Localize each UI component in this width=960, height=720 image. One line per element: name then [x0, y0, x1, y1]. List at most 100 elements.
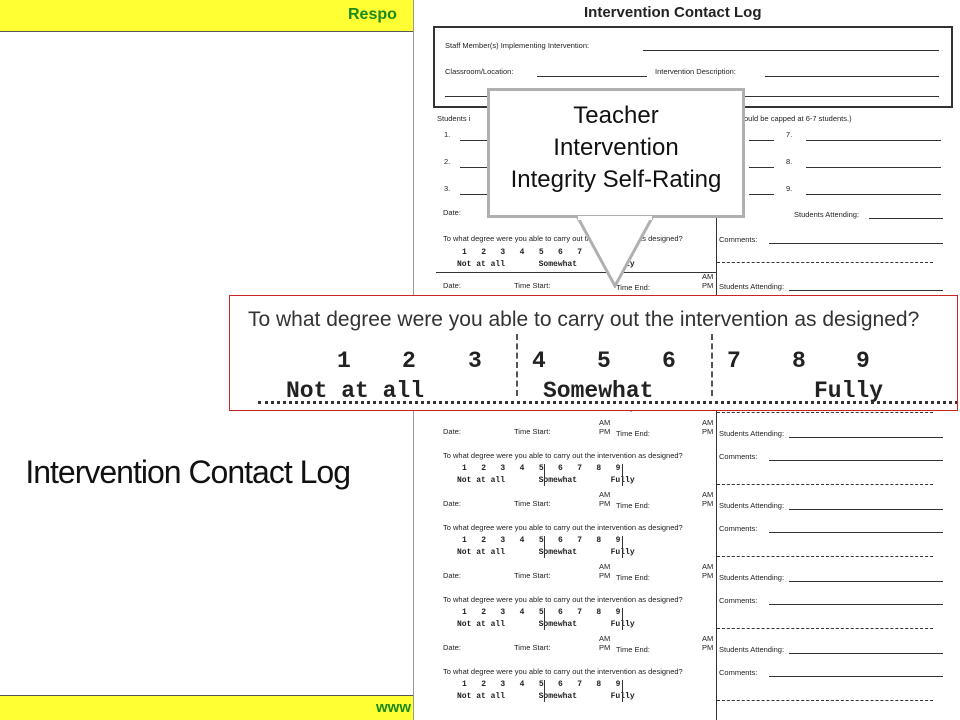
attending-line [789, 437, 943, 438]
comments-dash [717, 556, 933, 557]
comments-label: Comments: [719, 596, 758, 605]
am-label: AM [702, 418, 714, 427]
comments-label: Comments: [719, 524, 758, 533]
comments-label: Comments: [719, 668, 758, 677]
scale-label-fully: Fully [814, 378, 884, 404]
pm-label: PM [702, 643, 714, 652]
student-line [749, 167, 774, 168]
date-label: Date: [443, 208, 461, 217]
rating-scale-labels: Not at all Somewhat Fully [457, 620, 635, 629]
scale-divider [622, 680, 623, 702]
zoomed-rating-scale: To what degree were you able to carry ou… [229, 295, 958, 411]
comments-dash [717, 484, 933, 485]
rating-scale-numbers: 1 2 3 4 5 6 7 8 9 [462, 680, 621, 689]
scale-divider [544, 608, 545, 630]
scale-number: 6 [662, 348, 676, 374]
student-line [806, 140, 941, 141]
attending-line [869, 218, 943, 219]
scale-divider [622, 536, 623, 558]
scale-label-not-at-all: Not at all [286, 378, 425, 404]
student-number: 3. [444, 184, 451, 193]
staff-label: Staff Member(s) Implementing Interventio… [445, 41, 590, 50]
scale-number: 4 [532, 348, 546, 374]
scale-divider [544, 680, 545, 702]
time-end-label: Time End: [616, 429, 650, 438]
student-line [749, 194, 774, 195]
am-label: AM [599, 634, 611, 643]
scale-divider [544, 536, 545, 558]
scale-number: 2 [402, 348, 416, 374]
scale-number: 1 [337, 348, 351, 374]
scale-number: 9 [856, 348, 870, 374]
question-label: To what degree were you able to carry ou… [443, 523, 683, 532]
scale-number: 3 [468, 348, 482, 374]
student-line [806, 167, 941, 168]
zoom-scale-divider [711, 334, 713, 396]
pm-label: PM [702, 281, 714, 290]
student-line [460, 140, 490, 141]
date-label: Date: [443, 571, 461, 580]
date-label: Date: [443, 427, 461, 436]
comments-line [769, 604, 943, 605]
zoom-dotted-line [258, 401, 957, 404]
attending-line [789, 290, 943, 291]
comments-line [769, 243, 943, 244]
comments-dash [717, 700, 933, 701]
entry-block: Date: Time Start: Time End: AM PM AM PM … [414, 562, 960, 636]
classroom-line [537, 76, 647, 77]
attending-line [789, 581, 943, 582]
scale-divider [622, 464, 623, 486]
form-title: Intervention Contact Log [584, 4, 762, 21]
students-attending-label: Students Attending: [794, 210, 860, 219]
time-start-label: Time Start: [514, 281, 551, 290]
rating-scale-labels: Not at all Somewhat Fully [457, 476, 635, 485]
am-label: AM [599, 418, 611, 427]
row-line [436, 272, 716, 273]
scale-divider [544, 464, 545, 486]
question-label: To what degree were you able to carry ou… [443, 234, 683, 243]
comments-line [769, 676, 943, 677]
attending-line [789, 509, 943, 510]
am-label: AM [702, 490, 714, 499]
attending-line [789, 653, 943, 654]
scale-number: 5 [597, 348, 611, 374]
pm-label: PM [702, 499, 714, 508]
bottom-banner-text: www [376, 699, 412, 716]
comments-line [769, 532, 943, 533]
am-label: AM [702, 272, 714, 281]
question-label: To what degree were you able to carry ou… [443, 667, 683, 676]
date-label: Date: [443, 499, 461, 508]
am-label: AM [702, 562, 714, 571]
am-label: AM [702, 634, 714, 643]
date-label: Date: [443, 281, 461, 290]
callout-pointer [575, 216, 655, 288]
entry-block: Date: Time Start: Time End: AM PM AM PM … [414, 490, 960, 564]
callout-line: Teacher [573, 102, 659, 129]
rating-scale-labels: Not at all Somewhat Fully [457, 548, 635, 557]
student-line [749, 140, 774, 141]
students-label: Students i [437, 114, 471, 123]
student-line [460, 194, 490, 195]
entry-block: Date: Time Start: Time End: AM PM AM PM … [414, 418, 960, 492]
description-label: Intervention Description: [655, 67, 736, 76]
slide-title: Intervention Contact Log [25, 454, 351, 490]
students-attending-label: Students Attending: [719, 645, 785, 654]
comments-label: Comments: [719, 452, 758, 461]
time-end-label: Time End: [616, 645, 650, 654]
students-attending-label: Students Attending: [719, 501, 785, 510]
zoom-question: To what degree were you able to carry ou… [248, 308, 920, 331]
scale-number: 7 [727, 348, 741, 374]
rating-scale-labels: Not at all Somewhat Fully [457, 692, 635, 701]
time-end-label: Time End: [616, 573, 650, 582]
students-attending-label: Students Attending: [719, 282, 785, 291]
column-divider [716, 200, 717, 720]
comments-dash [717, 412, 933, 413]
comments-label: Comments: [719, 235, 758, 244]
time-start-label: Time Start: [514, 571, 551, 580]
students-label-end: ould be capped at 6-7 students.) [744, 114, 852, 123]
callout-line: Intervention [553, 134, 679, 161]
top-banner-text: Respo [348, 6, 397, 23]
time-end-label: Time End: [616, 501, 650, 510]
pm-label: PM [702, 571, 714, 580]
rating-scale-numbers: 1 2 3 4 5 6 7 8 9 [462, 608, 621, 617]
